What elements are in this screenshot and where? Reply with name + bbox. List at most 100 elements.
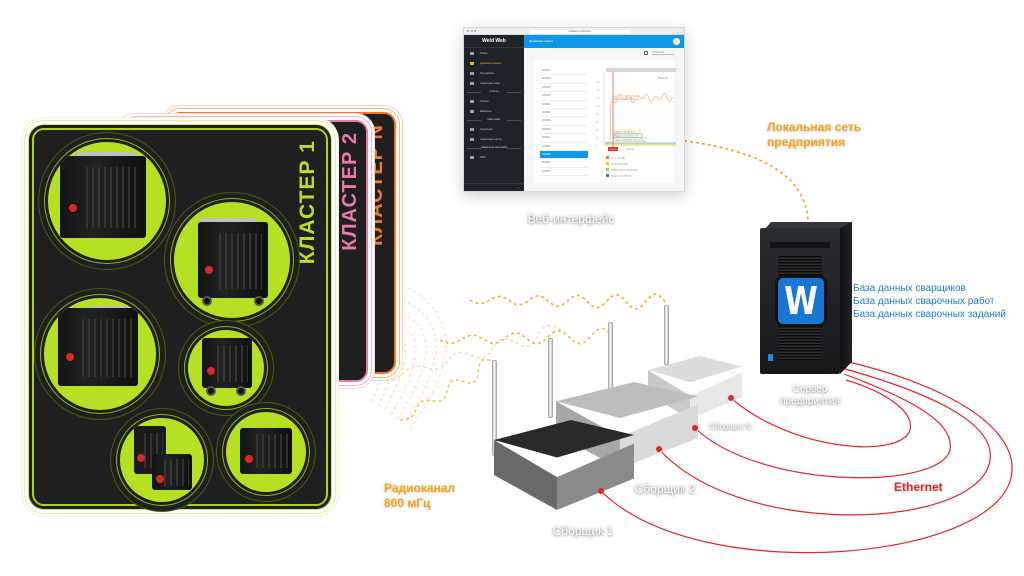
welding-machine-1 — [48, 142, 166, 260]
web-interface-screenshot: weldweb.ru/dynamic Weld Web Обзор Динами… — [463, 27, 685, 192]
legend-label: Напряжение (В) — [611, 164, 627, 166]
hierarchy-icon — [470, 127, 474, 131]
series-current — [605, 92, 674, 143]
collector-1 — [494, 420, 634, 520]
sidebar-item-overview[interactable]: Обзор — [464, 48, 524, 58]
sidebar-item-progress[interactable]: Ход работы — [464, 68, 524, 78]
tooltip-gas-text: Подача газа (л/мин): 12.5 — [615, 136, 639, 138]
y-tick-label: 140 — [596, 90, 600, 92]
y-tick-label: 20 — [596, 138, 599, 140]
legend-swatch — [606, 174, 609, 177]
legend-swatch — [606, 168, 609, 171]
date-value: 27/11/2019 — [652, 51, 674, 55]
seam-id-row[interactable]: 18/3021 — [540, 101, 588, 109]
radio-wave-collector-1 — [399, 358, 495, 421]
sidebar-item-dynamics[interactable]: Динамика сварки — [464, 58, 524, 68]
enterprise-server: W — [760, 222, 852, 374]
y-tick-label: 120 — [596, 98, 600, 100]
ethernet-port-collector-n-a — [692, 425, 698, 431]
seam-id-row[interactable]: 18/3024 — [540, 109, 588, 118]
ethernet-cable-2 — [658, 367, 991, 516]
legend-label: Подача газа (л/мин) — [611, 176, 631, 178]
seam-id-row[interactable]: 18/3019 — [540, 84, 588, 93]
range-slider — [606, 68, 676, 72]
sidebar-collapse-button[interactable]: ‹ — [464, 183, 524, 191]
seam-id-row[interactable]: 18/3026 — [540, 126, 588, 135]
avatar[interactable]: A — [673, 38, 680, 45]
y-tick-label: 0 — [596, 146, 598, 148]
date-picker[interactable]: 27/11/2019 — [524, 48, 684, 58]
ethernet-label: Ethernet — [894, 480, 943, 494]
radio-arc — [389, 323, 417, 417]
database-list: База данных сварщиков База данных свароч… — [853, 282, 1006, 321]
browser-toolbar: weldweb.ru/dynamic — [464, 28, 684, 35]
sidebar-item-posts[interactable]: Сварочные посты — [464, 134, 524, 144]
radio-arc — [407, 287, 447, 432]
seam-id-row[interactable]: 18/3020 — [540, 92, 588, 101]
collector-n-label: Сборщик N — [709, 422, 751, 431]
seam-id-row[interactable]: 18/3029 — [540, 150, 588, 160]
radio-channel-label: Радиоканал 800 мГц — [384, 481, 456, 510]
cluster-n-label: КЛАСТЕР N — [365, 124, 387, 247]
tooltip-current-text: Сила тока (A): 128 — [615, 97, 633, 100]
cluster-1-label: КЛАСТЕР 1 — [296, 140, 319, 265]
tooltip-wire — [613, 137, 647, 142]
sidebar-item-templates[interactable]: Шаблоны — [464, 106, 524, 116]
app-header: Динамика сварки A — [524, 35, 684, 48]
marker-time-badge — [608, 147, 618, 151]
marker-time: 14:38:18 — [609, 149, 618, 151]
web-interface-caption: Веб-интерфейс — [527, 212, 615, 226]
app-sidebar: Weld Web Обзор Динамика сварки Ход работ… — [464, 35, 524, 191]
welding-machine-6 — [226, 412, 306, 492]
collector-2-label: Сборщик 2 — [634, 482, 696, 496]
sidebar-section-reports: Отчёты — [464, 88, 524, 96]
post-icon — [470, 137, 474, 141]
ethernet-cable-1 — [600, 359, 1013, 554]
list-icon — [470, 71, 474, 75]
tooltip-voltage — [613, 129, 641, 134]
page-title: Динамика сварки — [529, 39, 554, 43]
radio-arc — [395, 311, 427, 422]
y-tick-label: 60 — [596, 122, 599, 124]
sidebar-item-structure[interactable]: Структура — [464, 124, 524, 134]
welding-machine-4 — [188, 330, 264, 406]
template-icon — [470, 109, 474, 113]
sidebar-item-seams[interactable]: Сварочные швы — [464, 78, 524, 88]
weldweb-logo: W — [778, 278, 824, 324]
legend-label: Подача проволоки (м/мин) — [611, 170, 638, 172]
y-tick-label: 40 — [596, 130, 599, 132]
y-tick-label: 100 — [596, 106, 600, 108]
cluster-2-label: КЛАСТЕР 2 — [339, 132, 361, 251]
seam-id-row[interactable]: 18/3017 — [540, 67, 588, 76]
tooltip-current — [613, 95, 639, 100]
book-icon — [470, 155, 474, 159]
tooltip-voltage-text: Напряжение (В): 21.4 — [615, 132, 636, 134]
seam-id-row[interactable]: 18/3028 — [540, 143, 588, 151]
seam-id-row[interactable]: 18/3041 — [540, 168, 588, 177]
legend-label: Сила тока (A) — [611, 157, 625, 160]
tooltip-wire-text: Подача проволоки (м/мин): 3.8 — [615, 140, 644, 142]
seam-id-row[interactable]: 18/3025 — [540, 117, 588, 126]
radio-wave-faint — [379, 324, 561, 382]
antenna-1b — [548, 338, 553, 418]
welding-machine-2 — [174, 202, 290, 318]
chart-line-icon — [470, 61, 474, 65]
lan-line — [677, 139, 809, 223]
seam-id-row[interactable]: 18/3018 — [540, 75, 588, 84]
ethernet-cable-4 — [730, 379, 911, 448]
sidebar-item-lists[interactable]: Списки — [464, 96, 524, 106]
seam-id-row[interactable]: 18/3027 — [540, 134, 588, 143]
y-tick-label: 160 — [596, 82, 600, 84]
db-welding-tasks: База данных сварочных заданий — [853, 309, 1006, 320]
lan-label: Локальная сеть предприятия — [767, 120, 862, 149]
seam-id-row[interactable]: 18/3040 — [540, 159, 588, 168]
server-caption: Сервер предприятия — [780, 384, 840, 407]
db-welding-jobs: База данных сварочных работ — [853, 296, 995, 307]
ethernet-port-collector-n-b — [728, 395, 734, 401]
radio-wave-collector-n — [469, 293, 666, 310]
sidebar-item-wps[interactable]: WPS — [464, 152, 524, 162]
